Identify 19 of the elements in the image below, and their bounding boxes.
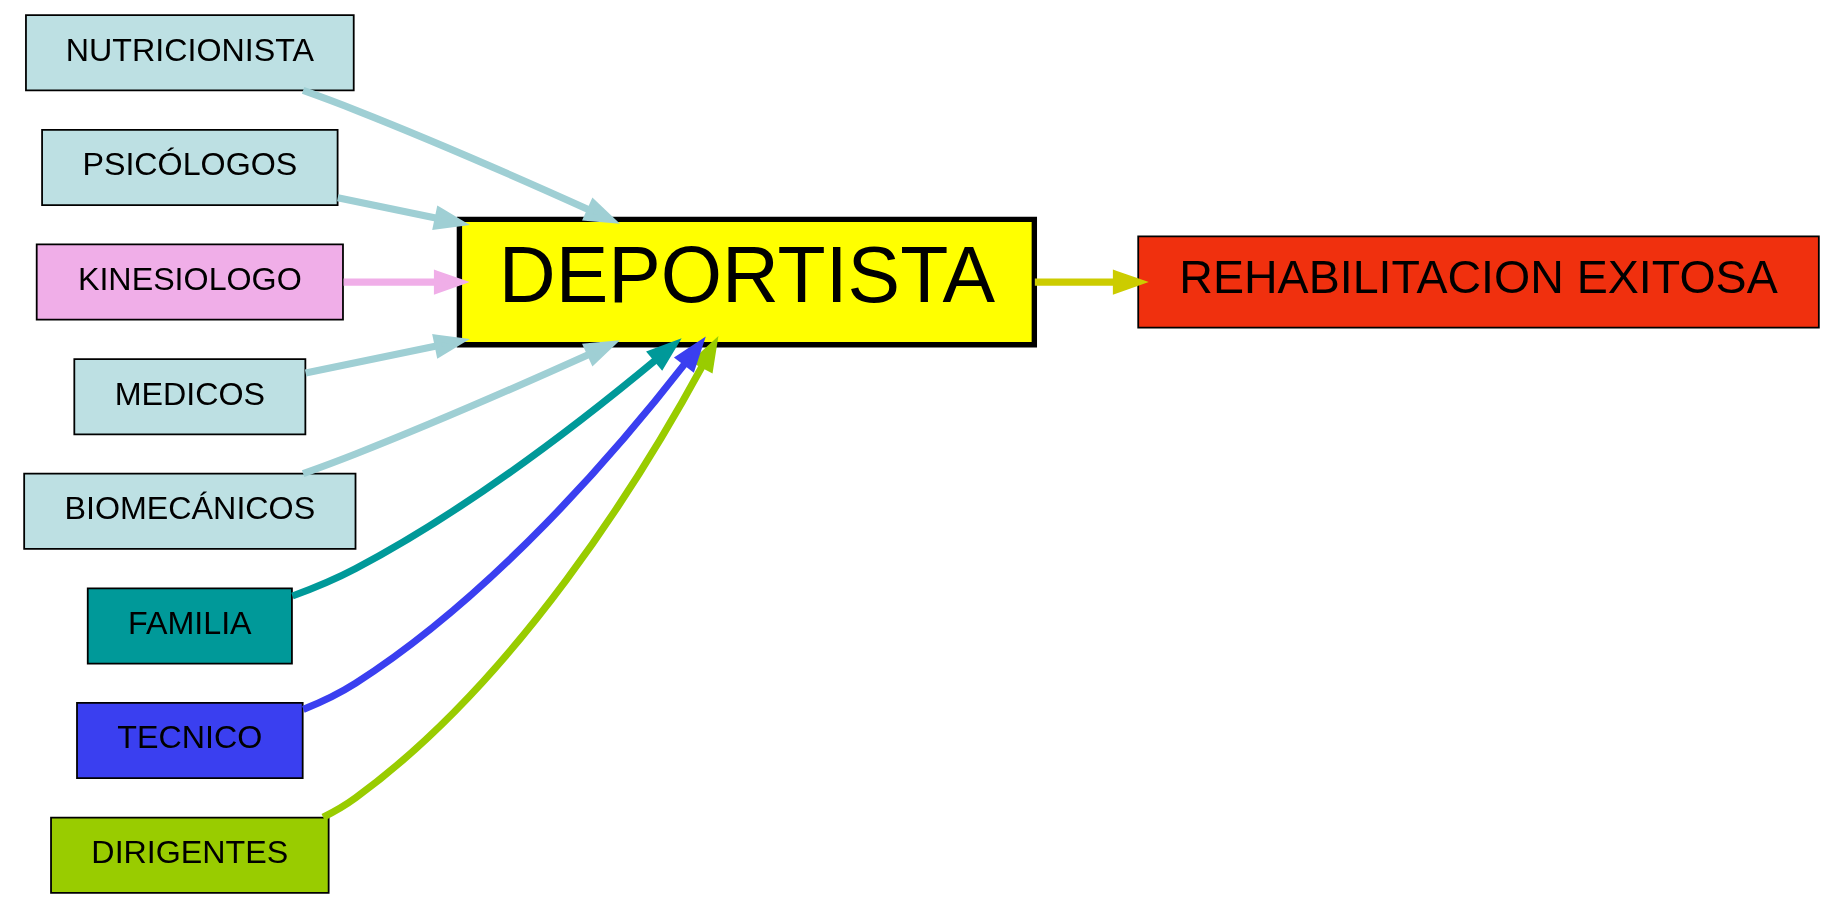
arrow	[302, 336, 706, 713]
node-box: NUTRICIONISTA	[25, 14, 355, 92]
arrow	[343, 269, 470, 295]
node-box: KINESIOLOGO	[35, 243, 344, 321]
arrow	[321, 336, 719, 821]
node-box: FAMILIA	[86, 587, 293, 665]
node-box: BIOMECÁNICOS	[23, 472, 357, 550]
node-box: DEPORTISTA	[456, 216, 1038, 348]
node-box: TECNICO	[76, 702, 304, 780]
node-box: PSICÓLOGOS	[41, 128, 339, 206]
node-box: MEDICOS	[73, 358, 307, 436]
arrow	[304, 334, 470, 377]
arrow	[301, 340, 620, 477]
node-box: REHABILITACION EXITOSA	[1137, 235, 1820, 329]
node-box: DIRIGENTES	[50, 816, 330, 894]
arrow	[1034, 269, 1149, 295]
arrow	[291, 338, 682, 600]
arrow	[301, 87, 620, 224]
arrow	[337, 194, 470, 231]
